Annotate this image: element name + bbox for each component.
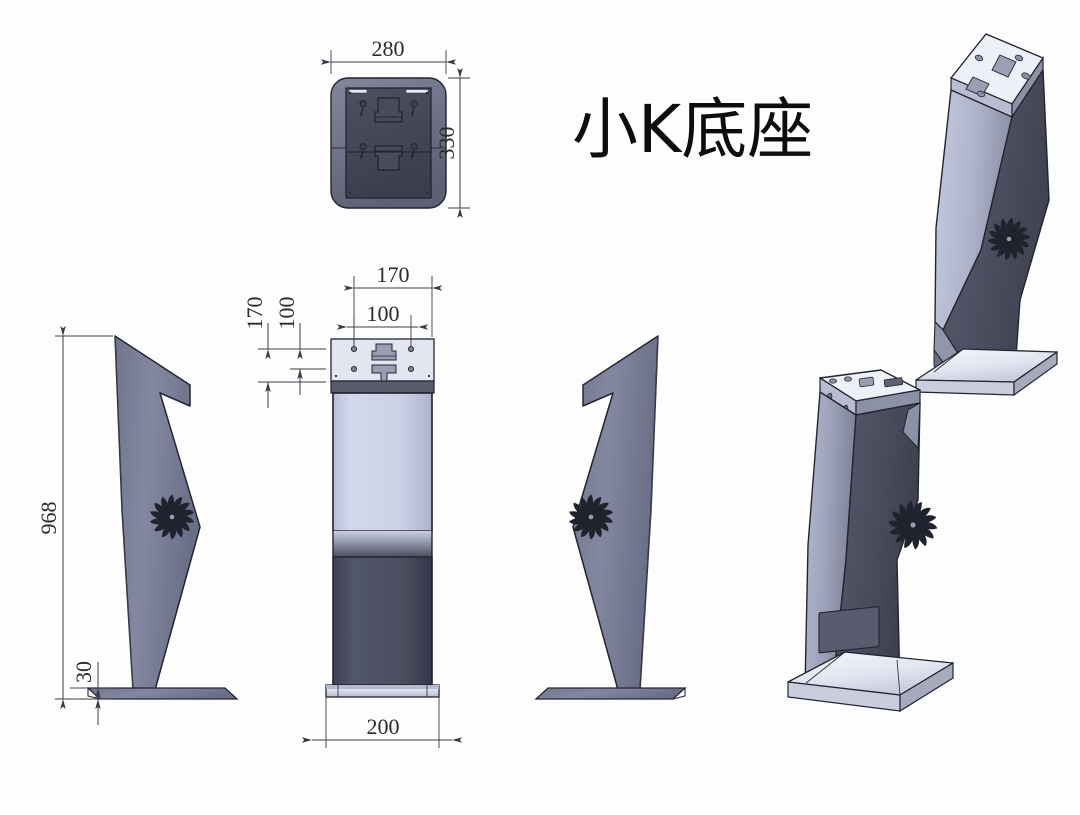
top-view-mount-cutout-lower xyxy=(374,145,403,171)
iso-lower-plate-slot-2 xyxy=(844,376,852,382)
dim-label-280: 280 xyxy=(372,36,405,61)
dim-label-330: 330 xyxy=(434,127,459,160)
right-view-foot-plate xyxy=(534,687,687,700)
iso-lower-plate-cutout-1 xyxy=(858,376,875,388)
iso-view-upper-group xyxy=(915,33,1058,397)
page-title: 小K底座 xyxy=(572,91,813,168)
iso-upper-base-seam xyxy=(933,348,964,373)
top-view-strip-right xyxy=(405,89,429,94)
dim-label-968: 968 xyxy=(36,502,61,535)
left-view-group xyxy=(86,335,239,700)
iso-lower-plate-cutout-2 xyxy=(883,377,904,388)
dim-label-170-h: 170 xyxy=(377,262,410,287)
iso-lower-base-seam-1 xyxy=(805,651,846,684)
front-view-column-lower xyxy=(332,556,433,686)
iso-upper-plate-slot-1 xyxy=(1014,54,1024,62)
iso-lower-plate-slot-1 xyxy=(829,378,837,384)
front-view-corner-dot-r xyxy=(427,374,431,378)
iso-upper-base-front xyxy=(915,379,1015,396)
front-view-base-plate-top xyxy=(326,685,439,689)
right-view-inner-edge xyxy=(639,335,659,691)
iso-lower-base-side xyxy=(899,661,954,713)
iso-upper-plate-slot-4 xyxy=(976,90,986,98)
iso-upper-plate-cutout-1 xyxy=(991,54,1017,78)
top-view-strip-left xyxy=(348,89,368,94)
dim-overall-height-968: 968 xyxy=(36,325,113,710)
iso-view-lower-group xyxy=(787,369,954,713)
iso-upper-plate-slot-2 xyxy=(1021,72,1031,80)
front-view-screw-holes xyxy=(350,345,415,373)
dim-mount-outer-width-170: 170 xyxy=(343,262,443,346)
dim-base-thickness-30: 30 xyxy=(70,661,116,725)
front-view-neck-band xyxy=(330,380,435,394)
dim-top-width-280: 280 xyxy=(320,36,457,74)
dim-label-170-v: 170 xyxy=(242,297,267,330)
front-view-corner-dot-l xyxy=(334,374,338,378)
left-view-foot-plate xyxy=(86,687,239,700)
front-view-column-upper xyxy=(332,392,433,532)
top-view-lower-band xyxy=(345,151,432,199)
left-view-inner-edge xyxy=(114,335,134,691)
dim-mount-inner-height-100: 100 xyxy=(274,297,326,395)
dim-label-100-v: 100 xyxy=(274,297,299,330)
top-view-corner-screws xyxy=(348,91,429,195)
iso-upper-base-side xyxy=(1013,350,1058,397)
front-view-column-blend xyxy=(333,531,432,557)
dim-label-100-h: 100 xyxy=(367,301,400,326)
right-view-group xyxy=(534,335,687,700)
iso-lower-front-panel xyxy=(818,606,880,654)
front-view-cutout-upper xyxy=(371,343,397,361)
top-view-mount-cutout-upper xyxy=(374,97,403,123)
dim-label-30: 30 xyxy=(71,661,96,683)
iso-lower-column-notch xyxy=(902,402,921,450)
top-view-group xyxy=(330,77,447,209)
right-view-foot-edge xyxy=(672,688,686,700)
dim-mount-inner-width-100: 100 xyxy=(336,301,429,346)
iso-upper-plate-slot-3 xyxy=(974,54,984,62)
dim-label-200: 200 xyxy=(367,714,400,739)
iso-lower-base-seam-2 xyxy=(896,659,901,696)
top-view-keyhole-slots xyxy=(359,100,418,159)
dim-top-depth-330: 330 xyxy=(434,67,470,219)
dim-base-width-200: 200 xyxy=(301,697,463,748)
front-view-group xyxy=(325,338,440,698)
